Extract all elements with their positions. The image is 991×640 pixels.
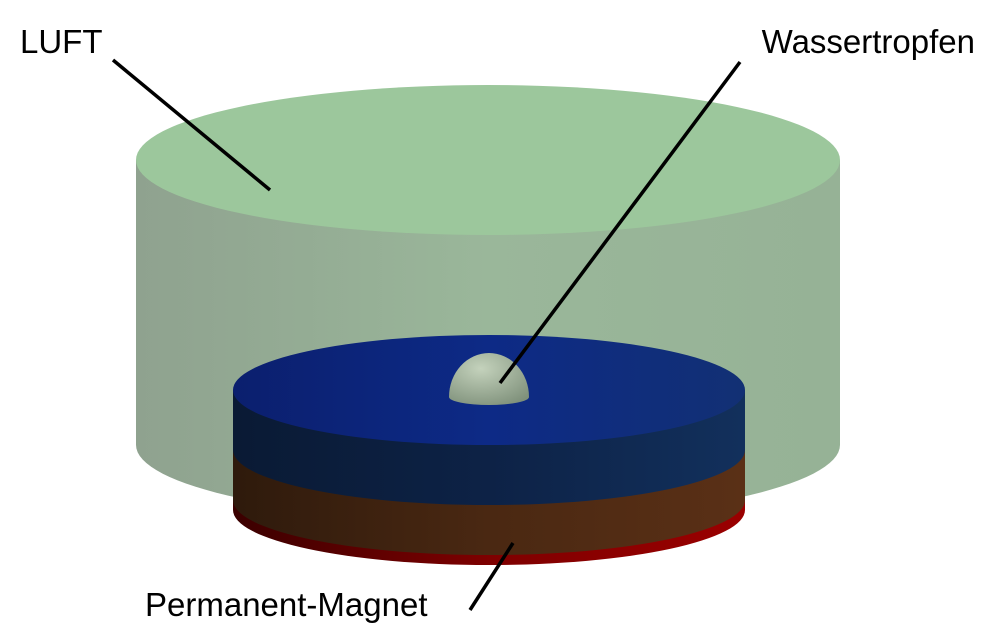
water-droplet — [449, 353, 529, 405]
droplet-leader-line — [498, 60, 742, 385]
label-droplet: Wassertropfen — [762, 23, 975, 60]
air-leader-line — [111, 58, 272, 192]
air-cylinder-top — [136, 85, 840, 235]
label-air: LUFT — [20, 23, 103, 60]
magnet-leader-line — [468, 542, 515, 611]
label-magnet: Permanent-Magnet — [145, 586, 427, 623]
